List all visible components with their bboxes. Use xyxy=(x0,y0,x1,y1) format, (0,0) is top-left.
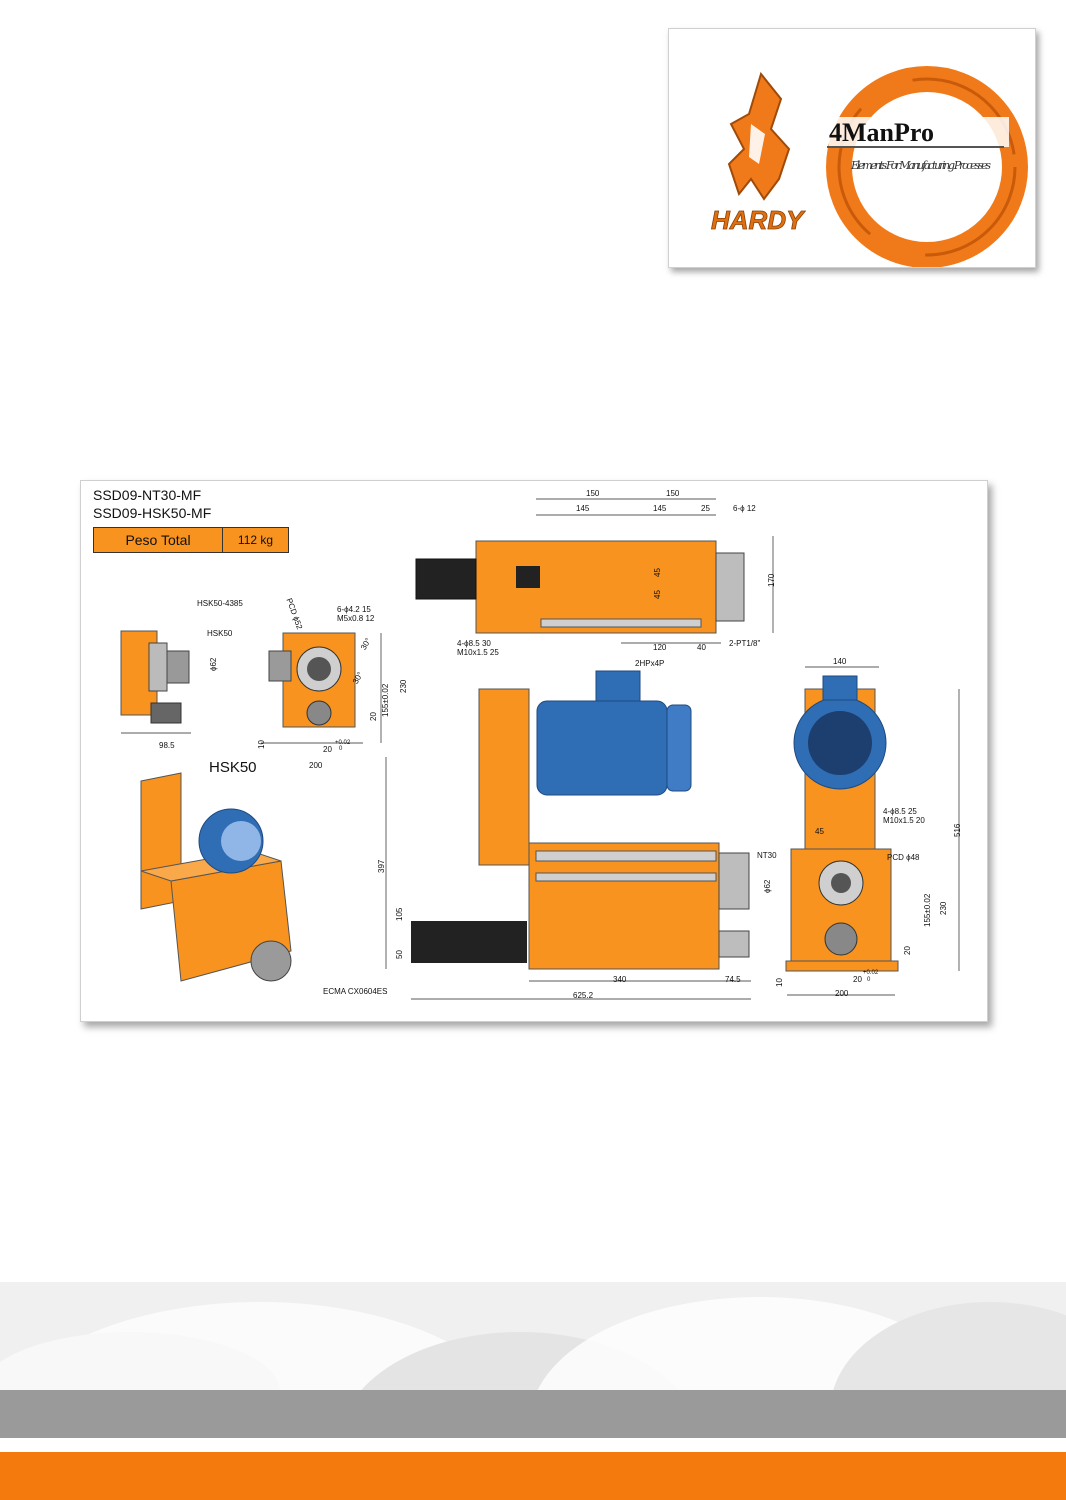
dim-front-6252: 625.2 xyxy=(573,991,594,1000)
dim-front-397: 397 xyxy=(377,859,386,873)
manpro-logo-text: 4ManPro xyxy=(829,118,934,147)
dim-side-10: 10 xyxy=(775,978,784,987)
manpro-tagline: Elements For Manufacturing Processes xyxy=(850,159,991,172)
weight-value: 112 kg xyxy=(237,533,274,547)
dim-hsk-holes: 6-ϕ4.2 15 xyxy=(337,605,371,614)
hardy-logo-emblem xyxy=(727,71,791,201)
footer-white-gap xyxy=(0,1438,1066,1452)
dim-side-pcd: PCD ϕ48 xyxy=(887,853,920,862)
dim-front-dia: ϕ62 xyxy=(763,879,772,893)
dim-top-thread: M10x1.5 25 xyxy=(457,648,499,657)
dim-top-145b: 145 xyxy=(653,504,667,513)
footer-gray-band xyxy=(0,1390,1066,1438)
hsk-side-view xyxy=(120,630,191,734)
dim-top-bolt: 4-ϕ8.5 30 xyxy=(457,639,491,648)
dim-side-tol-up: +0.02 xyxy=(863,970,879,976)
brand-logo-panel: HARDY 4ManPro Elements For Manufacturing… xyxy=(668,28,1036,268)
dim-top-40: 40 xyxy=(697,643,706,652)
dim-hsk-dia: ϕ62 xyxy=(209,657,218,671)
dim-hsk-spindle: HSK50 xyxy=(207,629,233,638)
dim-hsk-thread: M5x0.8 12 xyxy=(337,614,375,623)
dim-front-nt30: NT30 xyxy=(757,851,777,860)
brand-logos-graphic: HARDY 4ManPro Elements For Manufacturing… xyxy=(711,66,1028,267)
dim-top-150a: 150 xyxy=(586,489,600,498)
dim-hsk-20v: 20 xyxy=(369,712,378,721)
dim-hsk-155: 155±0.02 xyxy=(381,683,390,717)
model-name-1: SSD09-NT30-MF xyxy=(93,487,202,503)
dim-side-516: 516 xyxy=(953,823,962,837)
weight-table: Peso Total 112 kg xyxy=(93,527,289,553)
top-view xyxy=(415,498,774,644)
footer-rings-graphic xyxy=(0,1297,1066,1390)
dim-top-pt: 2-PT1/8" xyxy=(729,639,761,648)
dim-side-140: 140 xyxy=(833,657,847,666)
dim-side-200: 200 xyxy=(835,989,849,998)
front-view xyxy=(385,670,751,1000)
footer-decoration xyxy=(0,1282,1066,1390)
dim-hsk-985: 98.5 xyxy=(159,741,175,750)
dim-hsk-230: 230 xyxy=(399,679,408,693)
technical-drawing-sheet: SSD09-NT30-MF SSD09-HSK50-MF Peso Total … xyxy=(80,480,988,1022)
dim-front-motor: 2HPx4P xyxy=(635,659,665,668)
footer-orange-band xyxy=(0,1452,1066,1500)
dim-side-20h: 20 xyxy=(853,975,862,984)
dim-hsk-tol-up: +0.02 xyxy=(335,740,351,746)
dim-top-120: 120 xyxy=(653,643,667,652)
drawing-graphic xyxy=(120,498,960,1000)
dim-front-105: 105 xyxy=(395,907,404,921)
dim-hsk-holder: HSK50-4385 xyxy=(197,599,243,608)
side-view xyxy=(785,666,960,996)
dim-hsk-tol-low: 0 xyxy=(339,746,343,752)
dim-side-230: 230 xyxy=(939,901,948,915)
dim-top-145a: 145 xyxy=(576,504,590,513)
dim-side-155: 155±0.02 xyxy=(923,893,932,927)
dim-hsk-20h: 20 xyxy=(323,745,332,754)
dim-front-servo: ECMA CX0604ES xyxy=(323,987,388,996)
dim-top-25: 25 xyxy=(701,504,710,513)
dim-side-thread: M10x1.5 20 xyxy=(883,816,925,825)
dim-top-45b: 45 xyxy=(653,590,662,599)
hsk-front-view xyxy=(261,632,382,744)
dim-front-745: 74.5 xyxy=(725,975,741,984)
dim-top-holes: 6-ϕ 12 xyxy=(733,504,756,513)
dim-front-340: 340 xyxy=(613,975,627,984)
hardy-logo-text: HARDY xyxy=(711,205,806,235)
model-name-2: SSD09-HSK50-MF xyxy=(93,505,212,521)
dim-side-45: 45 xyxy=(815,827,824,836)
dim-top-150b: 150 xyxy=(666,489,680,498)
dim-top-170: 170 xyxy=(767,573,776,587)
dim-hsk-200: 200 xyxy=(309,761,323,770)
hsk-view-title: HSK50 xyxy=(209,759,257,776)
dim-side-tol-low: 0 xyxy=(867,977,871,983)
weight-label: Peso Total xyxy=(94,528,223,552)
dim-front-50: 50 xyxy=(395,950,404,959)
dim-side-bolt: 4-ϕ8.5 25 xyxy=(883,807,917,816)
dim-top-45a: 45 xyxy=(653,568,662,577)
isometric-view xyxy=(140,772,292,982)
dim-hsk-10: 10 xyxy=(257,740,266,749)
manpro-logo-ring xyxy=(826,66,1028,267)
dim-side-20v: 20 xyxy=(903,946,912,955)
